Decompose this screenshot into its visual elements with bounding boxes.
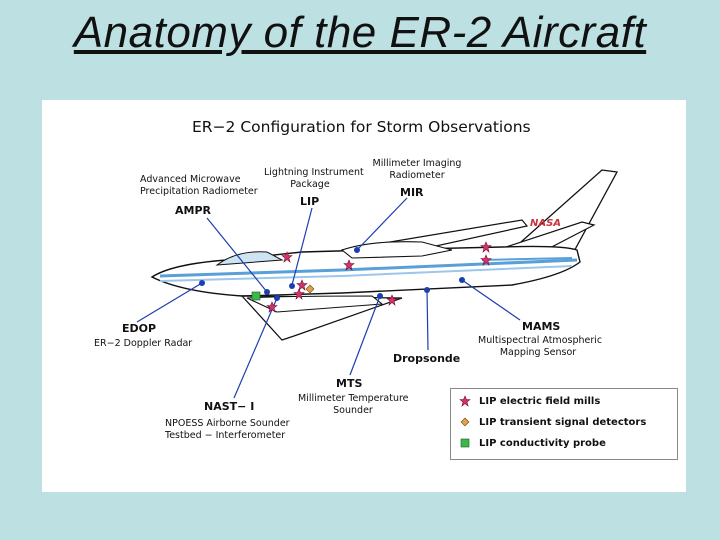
leader-line-mts	[349, 295, 381, 376]
star-icon	[281, 251, 293, 263]
leader-line-nast	[233, 297, 278, 399]
leader-line-mir	[356, 197, 408, 251]
lip-description: Lightning Instrument Package	[264, 167, 364, 191]
ampr-label: AMPR	[175, 204, 211, 217]
mams-description-line-2: Mapping Sensor	[499, 347, 577, 358]
dropsonde-marker	[424, 287, 430, 293]
nast-description-line-2: Testbed − Interferometer	[165, 430, 286, 441]
leader-line-mams	[461, 279, 521, 321]
slide-title: Anatomy of the ER-2 Aircraft	[73, 8, 647, 57]
legend-row-transient-detectors: LIP transient signal detectors	[459, 416, 646, 432]
leader-line-ampr	[206, 217, 268, 293]
star-icon	[480, 241, 492, 253]
fuselage-stripe-lower	[159, 265, 573, 282]
mir-marker	[354, 247, 360, 253]
lip-description-line-1: Lightning Instrument	[264, 167, 364, 178]
transient-detector-diamond	[305, 284, 315, 294]
ampr-description-line-2: Precipitation Radiometer	[140, 186, 258, 197]
edop-description: ER−2 Doppler Radar	[94, 338, 193, 349]
mir-description: Millimeter Imaging Radiometer	[372, 158, 462, 182]
edop-marker	[199, 280, 205, 286]
mts-description-line-2: Sounder	[333, 405, 373, 416]
legend-row-conductivity-probe: LIP conductivity probe	[459, 437, 606, 453]
mir-description-line-1: Millimeter Imaging	[372, 158, 462, 169]
conductivity-probe-square	[251, 291, 261, 301]
star-icon	[343, 259, 355, 271]
legend-row-field-mills: LIP electric field mills	[459, 395, 600, 411]
lip-description-line-2: Package	[290, 179, 330, 190]
mams-description: Multispectral Atmospheric Mapping Sensor	[478, 335, 603, 359]
mts-description-line-1: Millimeter Temperature	[298, 393, 409, 404]
nast-marker	[274, 295, 280, 301]
edop-label: EDOP	[122, 322, 157, 335]
mir-label: MIR	[400, 186, 424, 199]
legend-label: LIP conductivity probe	[479, 438, 606, 449]
leader-line-edop	[136, 282, 203, 323]
tail-stripe	[481, 257, 573, 261]
star-icon	[480, 254, 492, 266]
star-icon	[293, 288, 305, 300]
mts-description: Millimeter Temperature Sounder	[298, 393, 409, 417]
mams-description-line-1: Multispectral Atmospheric	[478, 335, 603, 346]
nast-description: NPOESS Airborne Sounder Testbed − Interf…	[165, 418, 290, 442]
diagram-title: ER−2 Configuration for Storm Observation…	[192, 118, 531, 136]
er2-configuration-diagram: ER−2 Configuration for Storm Observation…	[42, 100, 686, 492]
mir-description-line-2: Radiometer	[389, 170, 445, 181]
mts-marker	[377, 293, 383, 299]
ampr-description-line-1: Advanced Microwave	[140, 174, 241, 185]
legend: LIP electric field mills LIP transient s…	[450, 388, 678, 460]
instrument-markers	[199, 247, 465, 301]
ampr-marker	[264, 289, 270, 295]
legend-label: LIP electric field mills	[479, 396, 601, 407]
leader-line-dropsonde	[426, 289, 429, 351]
legend-label: LIP transient signal detectors	[479, 417, 647, 428]
lip-marker	[289, 283, 295, 289]
nast-label: NAST− I	[204, 400, 255, 413]
field-mill-stars	[266, 241, 492, 313]
dropsonde-label: Dropsonde	[393, 352, 461, 365]
upper-wing-pod	[340, 241, 453, 259]
leader-lines	[136, 197, 521, 399]
star-icon	[266, 301, 278, 313]
lip-label: LIP	[300, 195, 320, 208]
mams-label: MAMS	[522, 320, 561, 333]
fuselage-stripe	[159, 258, 578, 278]
aircraft-drawing	[136, 169, 619, 399]
mams-marker	[459, 277, 465, 283]
nasa-logo-text: NASA	[530, 218, 562, 229]
star-icon	[296, 279, 308, 291]
nast-description-line-1: NPOESS Airborne Sounder	[165, 418, 290, 429]
mts-label: MTS	[336, 377, 363, 390]
cockpit-canopy	[215, 251, 284, 266]
star-icon	[386, 294, 398, 306]
leader-line-lip	[291, 207, 313, 286]
ampr-description: Advanced Microwave Precipitation Radiome…	[140, 174, 258, 198]
